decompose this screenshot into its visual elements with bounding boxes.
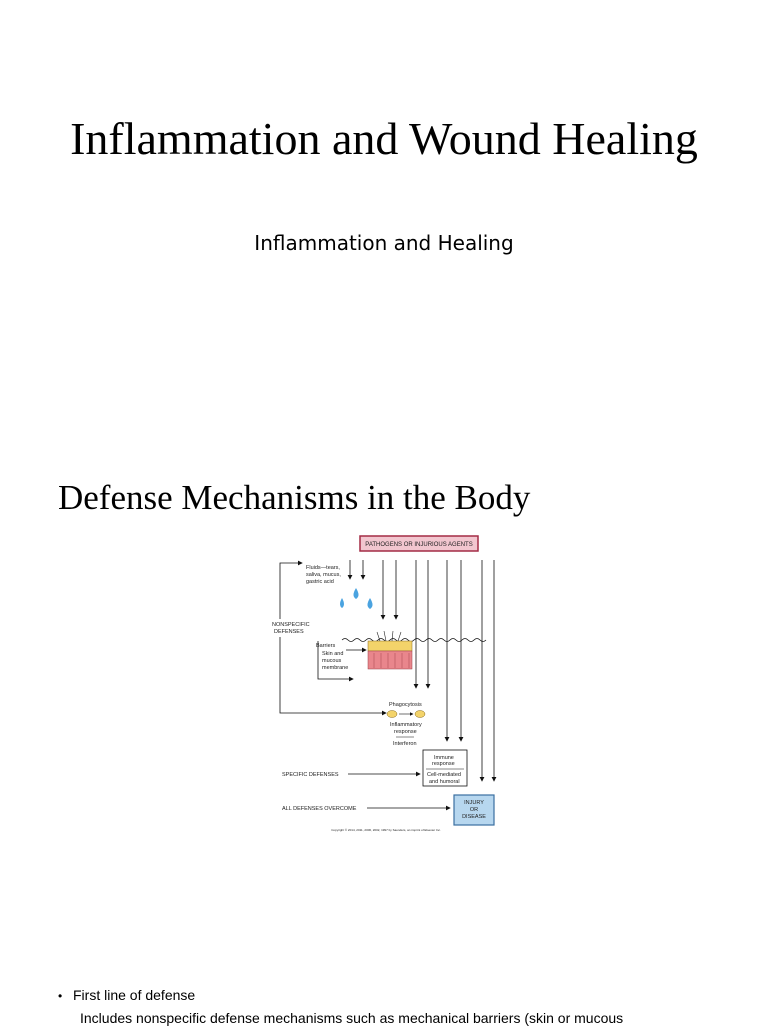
defense-mechanisms-figure: PATHOGENS OR INJURIOUS AGENTS Fluids—tea… (266, 533, 506, 835)
drop-icon (367, 598, 373, 609)
skin-icon (367, 630, 413, 670)
nonspecific-label-2: DEFENSES (274, 629, 304, 635)
all-label: ALL DEFENSES OVERCOME (282, 806, 357, 812)
pathogens-box (359, 535, 479, 552)
cell-icon (386, 710, 398, 718)
inflam-label-2: response (394, 729, 417, 735)
copyright-text: Copyright © 2014, 2011, 2006, 2002, 1997… (331, 828, 441, 832)
slide-subtitle: Inflammation and Healing (254, 231, 514, 255)
phago-label: Phagocytosis (389, 702, 422, 708)
barriers-label-2: Skin and (322, 651, 343, 657)
slide-title: Inflammation and Wound Healing (70, 113, 698, 164)
defense-diagram: PATHOGENS OR INJURIOUS AGENTS Fluids—tea… (272, 535, 497, 832)
drop-icon (340, 598, 344, 608)
immune-label-1: Immune (434, 755, 454, 761)
immune-box (422, 749, 468, 787)
barriers-label: Barriers (316, 643, 336, 649)
section-title: Defense Mechanisms in the Body (58, 478, 531, 517)
sub-bullet-text: Includes nonspecific defense mechanisms … (80, 1010, 624, 1026)
drop-icon (353, 588, 359, 599)
injury-label-2: OR (470, 807, 478, 813)
injury-box (453, 794, 495, 826)
cell-icon (414, 710, 426, 718)
bullet-icon: • (58, 989, 63, 1003)
nonspecific-label-1: NONSPECIFIC (272, 622, 310, 628)
barriers-label-3: mucous (322, 658, 342, 664)
fluids-label-3: gastric acid (306, 579, 334, 585)
fluids-label-2: saliva, mucus, (306, 572, 341, 578)
specific-label: SPECIFIC DEFENSES (282, 772, 339, 778)
list-item: • First line of defense (58, 984, 758, 1007)
bullet-text: First line of defense (73, 987, 196, 1003)
injury-label-1: INJURY (464, 800, 484, 806)
pathogens-label: PATHOGENS OR INJURIOUS AGENTS (365, 542, 472, 548)
cell-label-1: Cell-mediated (427, 772, 461, 778)
immune-label-2: response (432, 761, 455, 767)
injury-label-3: DISEASE (462, 814, 486, 820)
surface-line (341, 638, 487, 642)
bullet-list: • First line of defense Includes nonspec… (58, 984, 758, 1029)
barriers-label-4: membrane (322, 665, 348, 671)
cell-label-2: and humoral (429, 779, 460, 785)
fluids-label-1: Fluids—tears, (306, 565, 340, 571)
interferon-label: Interferon (393, 741, 417, 747)
inflam-label-1: Inflammatory (390, 722, 422, 728)
